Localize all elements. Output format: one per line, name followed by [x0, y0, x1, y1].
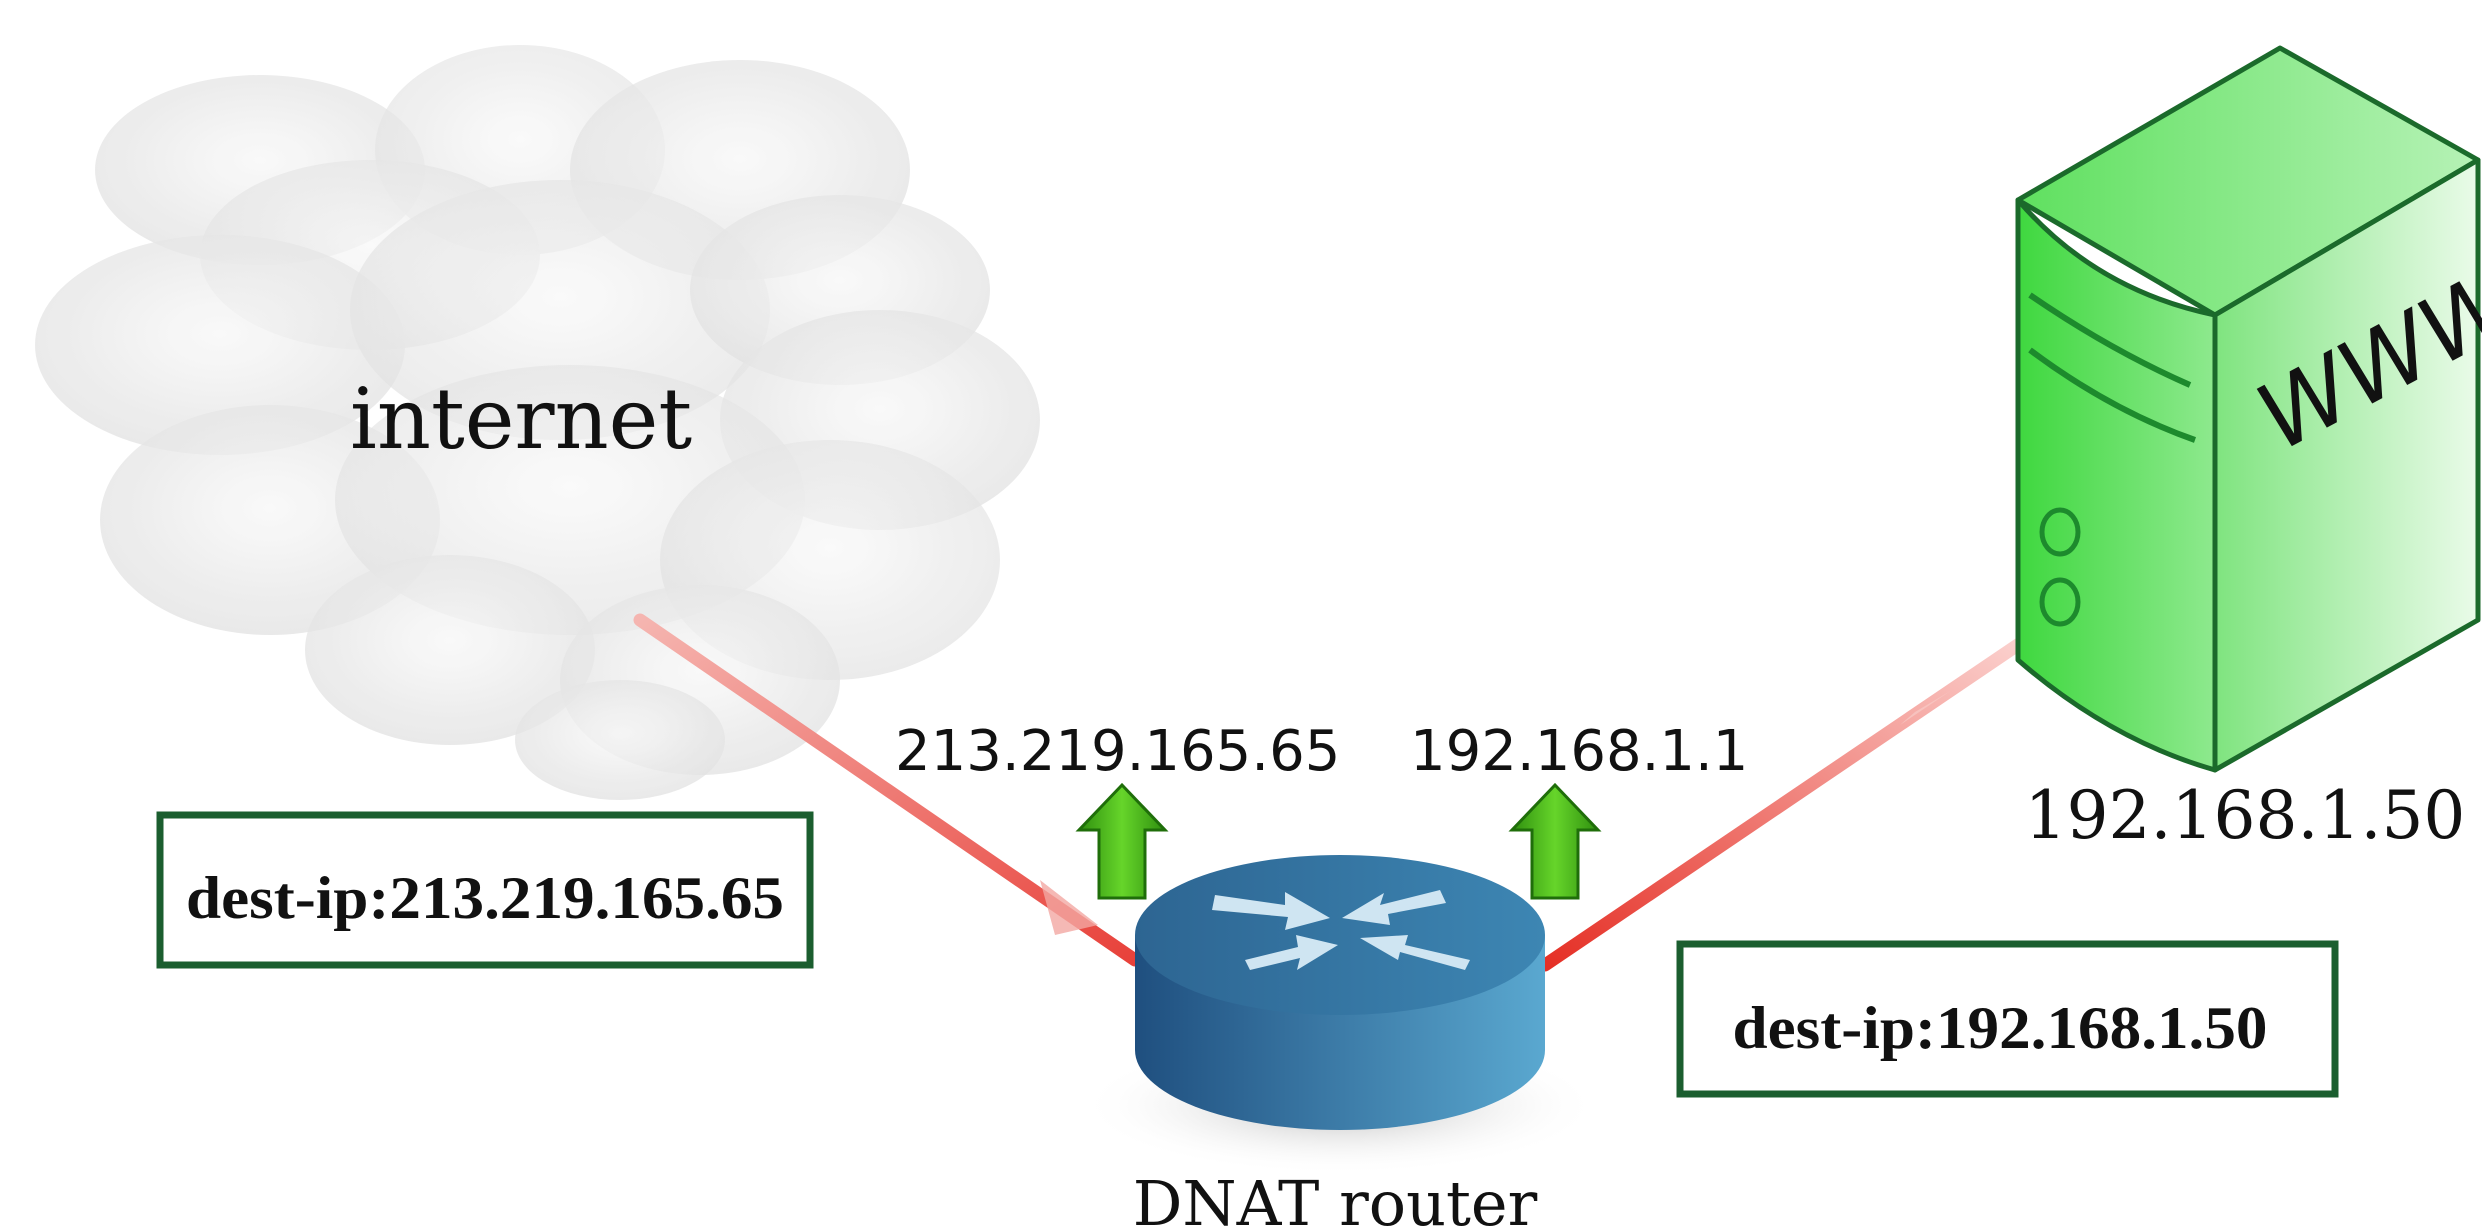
- link-arrowhead-right: [1900, 690, 1952, 725]
- forwarded-packet-box: dest-ip:192.168.1.50: [1676, 940, 2339, 1098]
- router-internal-ip: 192.168.1.1: [1410, 719, 1748, 784]
- server-ip: 192.168.1.50: [2025, 777, 2466, 854]
- forwarded-packet-label: dest-ip:192.168.1.50: [1733, 995, 2268, 1061]
- external-up-arrow-icon: [1075, 782, 1169, 900]
- cloud-label: internet: [350, 370, 692, 468]
- router-external-ip: 213.219.165.65: [895, 719, 1340, 784]
- router: [1080, 855, 1600, 1175]
- link-arrowhead-left: [1040, 880, 1098, 935]
- router-label: DNAT router: [1133, 1167, 1538, 1231]
- www-server: [2015, 45, 2481, 773]
- router-arrows-icon: [1212, 890, 1470, 970]
- link-router-server: [1538, 633, 2032, 972]
- internal-up-arrow-icon: [1508, 782, 1602, 900]
- incoming-packet-box: dest-ip:213.219.165.65: [156, 811, 814, 969]
- internet-cloud: [35, 45, 1040, 800]
- incoming-packet-label: dest-ip:213.219.165.65: [186, 865, 784, 931]
